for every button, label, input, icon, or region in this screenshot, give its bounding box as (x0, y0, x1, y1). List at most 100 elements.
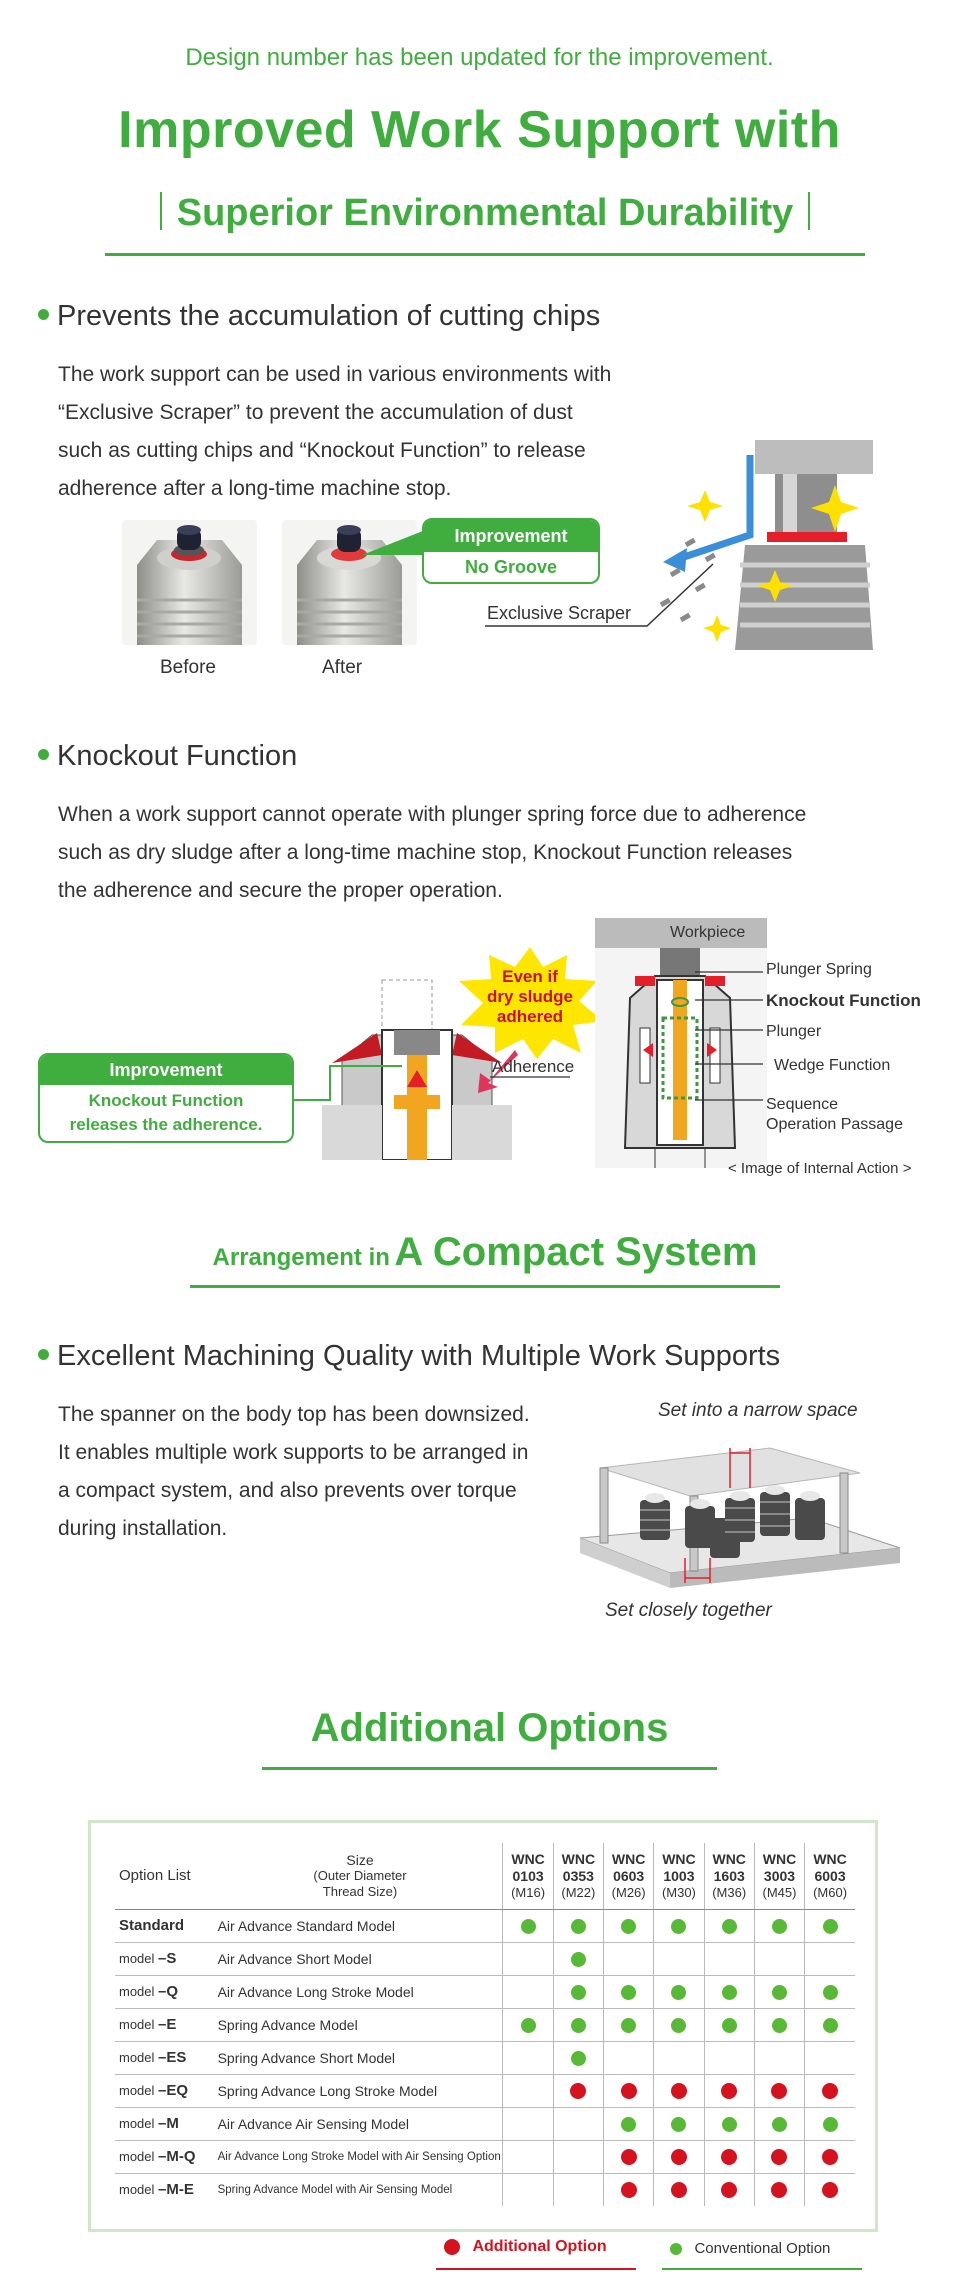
availability-cell (703, 2106, 755, 2140)
intro-text: Design number has been updated for the i… (185, 44, 774, 71)
model-description: Spring Advance Long Stroke Model (217, 2073, 503, 2107)
additional-option-dot-icon (570, 2083, 587, 2100)
additional-option-dot-icon (771, 2182, 788, 2199)
availability-cell (602, 1908, 654, 1942)
additional-option-dot-icon (620, 2083, 637, 2100)
before-label: Before (160, 657, 216, 678)
adherence-label: Adherence (492, 1057, 575, 1076)
options-title-block: Additional Options (262, 1706, 717, 1770)
availability-cell (653, 1974, 705, 2008)
internal-action-diagram (595, 918, 767, 1168)
model-code: Standard (115, 1908, 218, 1942)
availability-cell (552, 1941, 604, 1975)
availability-cell (804, 1908, 855, 1942)
bullet-icon (38, 1349, 49, 1360)
conventional-option-dot-icon (520, 1918, 536, 1934)
main-title: Improved Work Support with (118, 101, 841, 159)
availability-cell (653, 2139, 705, 2173)
additional-option-dot-icon (670, 2083, 687, 2100)
burst-line2: dry sludge (487, 987, 573, 1006)
conventional-option-dot-icon (771, 2116, 787, 2132)
improvement-title: Improvement (424, 520, 598, 552)
additional-option-dot-icon (670, 2149, 687, 2166)
knockout-improvement-line2: releases the adherence. (69, 1115, 263, 1134)
model-description: Air Advance Long Stroke Model (217, 1974, 503, 2008)
availability-cell (653, 2007, 705, 2041)
conventional-option-dot-icon (671, 1918, 687, 1934)
conventional-option-dot-icon (671, 1984, 687, 2000)
conventional-option-dot-icon (621, 1918, 637, 1934)
availability-cell (703, 2007, 755, 2041)
availability-cell (602, 2139, 654, 2173)
conventional-option-dot-icon (721, 1918, 737, 1934)
conventional-option-dot-icon (520, 2017, 536, 2033)
option-table: Option List Size (Outer Diameter Thread … (115, 1843, 855, 2206)
model-description: Air Advance Air Sensing Model (217, 2106, 503, 2140)
burst-line1: Even if (502, 967, 558, 986)
additional-option-dot-icon (822, 2182, 839, 2199)
option-table-frame: Option List Size (Outer Diameter Thread … (88, 1820, 878, 2232)
before-photo (122, 520, 257, 645)
conventional-option-dot-icon (570, 1918, 586, 1934)
availability-cell (653, 2106, 705, 2140)
knockout-leader-line (290, 1065, 402, 1101)
section2-paragraph: When a work support cannot operate with … (58, 803, 807, 902)
section3-heading: Excellent Machining Quality with Multipl… (38, 1340, 780, 1373)
additional-option-dot-icon (721, 2182, 738, 2199)
sequence-passage-label: Sequence Operation Passage (766, 1096, 903, 1133)
conventional-option-dot-icon (570, 1951, 586, 1967)
availability-cell (653, 1941, 705, 1975)
model-description: Air Advance Short Model (217, 1941, 503, 1975)
conventional-option-dot-icon (621, 2116, 637, 2132)
availability-cell (703, 1941, 755, 1975)
conventional-option-dot-icon (822, 2116, 838, 2132)
availability-cell (502, 2007, 554, 2041)
availability-cell (552, 2007, 604, 2041)
availability-cell (552, 1908, 604, 1942)
green-dot-icon (670, 2242, 682, 2255)
plunger-label: Plunger (766, 1023, 822, 1040)
model-description: Air Advance Standard Model (217, 1908, 503, 1942)
availability-cell (753, 2040, 805, 2074)
compact-system-diagram (570, 1428, 910, 1593)
improvement-box: Improvement No Groove (422, 518, 600, 584)
availability-cell (602, 1941, 654, 1975)
conventional-option-dot-icon (822, 1918, 838, 1934)
availability-cell (804, 2007, 855, 2041)
conventional-option-dot-icon (621, 2017, 637, 2033)
scraper-diagram (655, 440, 873, 650)
availability-cell (653, 2073, 705, 2107)
conventional-option-dot-icon (771, 1918, 787, 1934)
legend-additional: Additional Option (436, 2238, 636, 2270)
model-description: Spring Advance Short Model (217, 2040, 503, 2074)
model-description: Air Advance Long Stroke Model with Air S… (217, 2139, 503, 2173)
availability-cell (804, 2172, 855, 2206)
plunger-spring-label: Plunger Spring (766, 961, 872, 978)
improvement-text: No Groove (464, 557, 557, 577)
wedge-function-label: Wedge Function (774, 1057, 891, 1074)
red-dot-icon (444, 2238, 460, 2255)
availability-cell (804, 2040, 855, 2074)
model-description: Spring Advance Model (217, 2007, 503, 2041)
options-title: Additional Options (310, 1706, 669, 1750)
table-header-row: Option List Size (Outer Diameter Thread … (115, 1843, 855, 1910)
bullet-icon (38, 309, 49, 320)
sludge-burst: Even if dry sludge adhered (455, 945, 605, 1060)
closely-together-label: Set closely together (605, 1600, 772, 1621)
additional-option-dot-icon (771, 2083, 788, 2100)
availability-cell (602, 1974, 654, 2008)
availability-cell (753, 2106, 805, 2140)
model-code: model –EQ (115, 2073, 218, 2107)
additional-option-dot-icon (620, 2182, 637, 2199)
availability-cell (804, 1974, 855, 2008)
model-code: model –ES (115, 2040, 218, 2074)
conventional-option-dot-icon (570, 2050, 586, 2066)
burst-line3: adhered (496, 1007, 564, 1026)
